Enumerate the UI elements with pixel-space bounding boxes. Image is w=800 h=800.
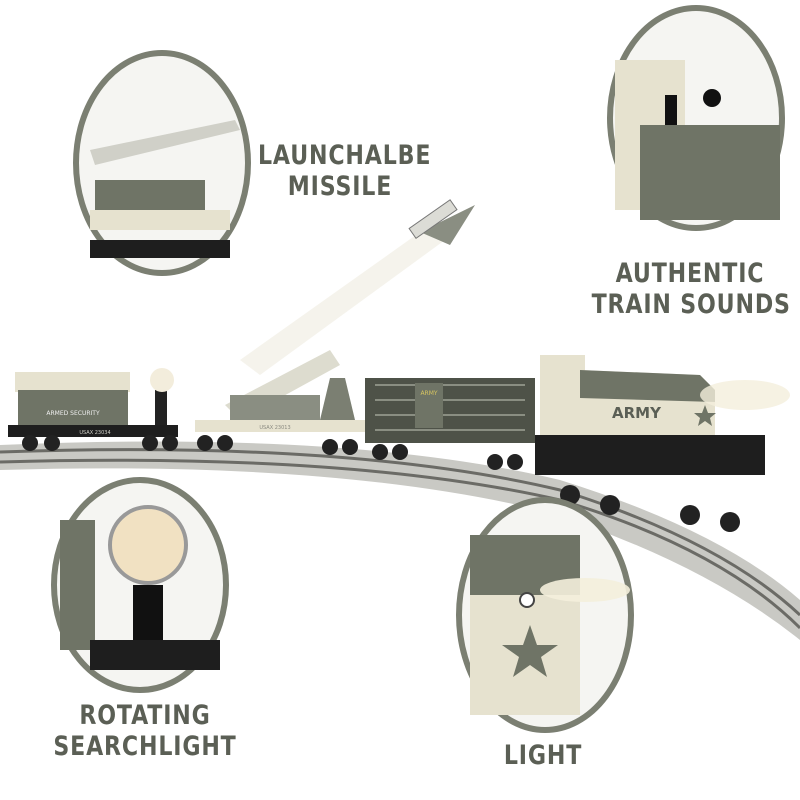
army-locomotive: ARMY bbox=[535, 355, 790, 532]
detail-bubble-light bbox=[456, 497, 634, 733]
cage-boxcar: ARMY bbox=[365, 378, 535, 470]
caption-rotating-searchlight: ROTATING SEARCHLIGHT bbox=[43, 700, 248, 762]
caption-line: MISSILE bbox=[287, 171, 393, 202]
caption-light: LIGHT bbox=[461, 740, 625, 771]
caboose-number: USAX 23034 bbox=[79, 430, 110, 436]
caption-line: AUTHENTIC bbox=[615, 258, 765, 289]
locomotive-marking: ARMY bbox=[612, 404, 662, 422]
detail-bubble-missile bbox=[73, 50, 251, 276]
detail-bubble-searchlight bbox=[51, 477, 229, 693]
caption-line: LAUNCHALBE bbox=[258, 140, 432, 171]
caption-line: TRAIN SOUNDS bbox=[591, 289, 791, 320]
caboose-car: ARMED SECURITY USAX 23034 bbox=[8, 368, 178, 451]
caption-line: ROTATING bbox=[79, 700, 211, 731]
caption-authentic-train-sounds: AUTHENTIC TRAIN SOUNDS bbox=[591, 258, 791, 320]
missile-flight bbox=[240, 199, 475, 375]
caption-line: SEARCHLIGHT bbox=[53, 731, 237, 762]
caboose-marking: ARMED SECURITY bbox=[46, 410, 100, 417]
caption-line: LIGHT bbox=[503, 740, 583, 771]
caption-launchable-missile: LAUNCHALBE MISSILE bbox=[258, 140, 432, 202]
missile-launcher-car: USAX 23013 bbox=[195, 350, 365, 455]
detail-bubble-sounds bbox=[607, 5, 785, 231]
flatcar-number: USAX 23013 bbox=[259, 425, 290, 431]
boxcar-marking: ARMY bbox=[420, 390, 437, 397]
